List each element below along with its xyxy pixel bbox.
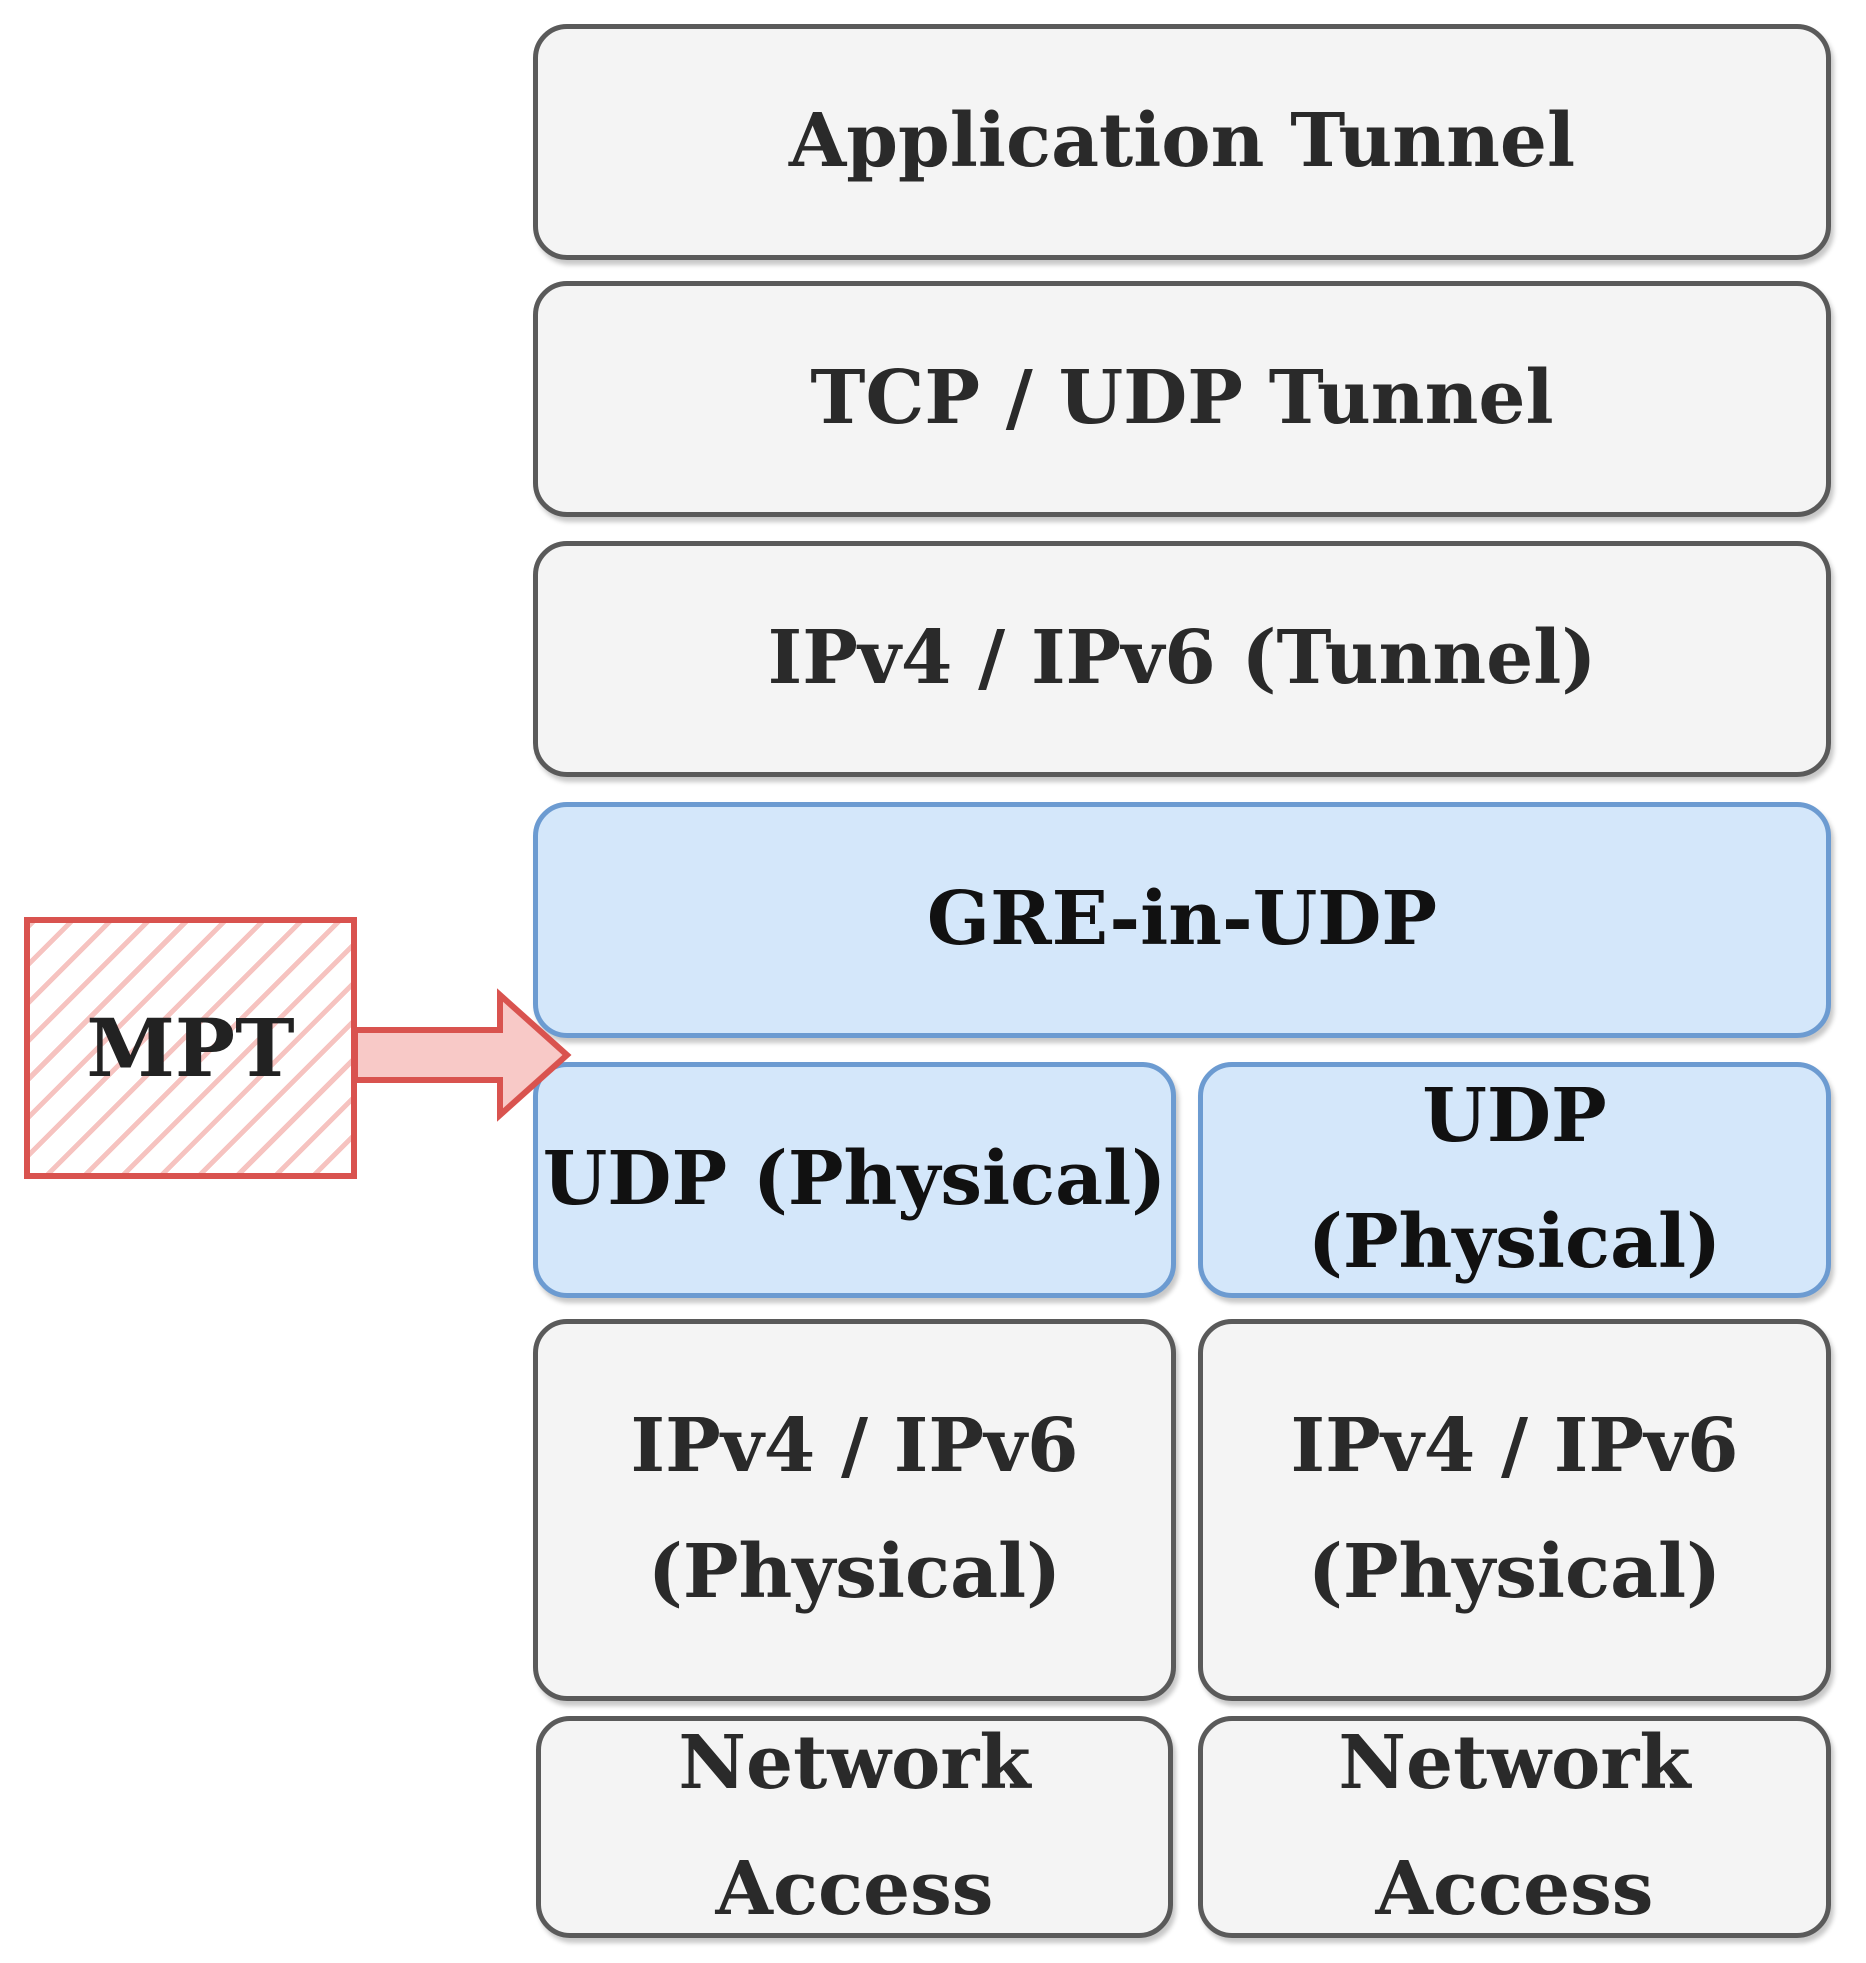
- layer-label: Network Access: [678, 1720, 1031, 1932]
- layer-label: TCP / UDP Tunnel: [810, 355, 1554, 442]
- layer-label-line2: (Physical): [1307, 1529, 1722, 1615]
- layer-network-access-right: Network Access: [1198, 1716, 1831, 1938]
- layer-label-line2: (Physical): [647, 1529, 1062, 1615]
- layer-label: Application Tunnel: [788, 98, 1576, 185]
- mpt-box: MPT: [24, 917, 357, 1179]
- layer-network-access-left: Network Access: [536, 1716, 1173, 1938]
- mpt-arrow-icon: [352, 988, 572, 1122]
- layer-label-line1: IPv4 / IPv6: [630, 1403, 1079, 1490]
- layer-gre-in-udp: GRE-in-UDP: [533, 802, 1831, 1038]
- layer-udp-physical-right: UDP (Physical): [1198, 1062, 1831, 1298]
- layer-ip-physical-right: IPv4 / IPv6 (Physical): [1198, 1319, 1831, 1701]
- layer-label: IPv4 / IPv6 (Tunnel): [767, 615, 1597, 702]
- layer-label-group: IPv4 / IPv6 (Physical): [1290, 1384, 1738, 1636]
- mpt-label: MPT: [86, 1001, 295, 1095]
- arrow-shape: [352, 988, 572, 1122]
- layer-label-group: IPv4 / IPv6 (Physical): [630, 1384, 1078, 1636]
- layer-application-tunnel: Application Tunnel: [533, 24, 1831, 260]
- layer-label: Network Access: [1338, 1720, 1691, 1932]
- layer-label: GRE-in-UDP: [926, 876, 1438, 963]
- layer-label: UDP (Physical): [1307, 1073, 1722, 1285]
- layer-ip-tunnel: IPv4 / IPv6 (Tunnel): [533, 541, 1831, 777]
- layer-udp-physical-left: UDP (Physical): [533, 1062, 1176, 1298]
- layer-ip-physical-left: IPv4 / IPv6 (Physical): [533, 1319, 1176, 1701]
- layer-label: UDP (Physical): [542, 1136, 1167, 1223]
- layer-label-line1: IPv4 / IPv6: [1290, 1403, 1739, 1490]
- layer-tcp-udp-tunnel: TCP / UDP Tunnel: [533, 281, 1831, 517]
